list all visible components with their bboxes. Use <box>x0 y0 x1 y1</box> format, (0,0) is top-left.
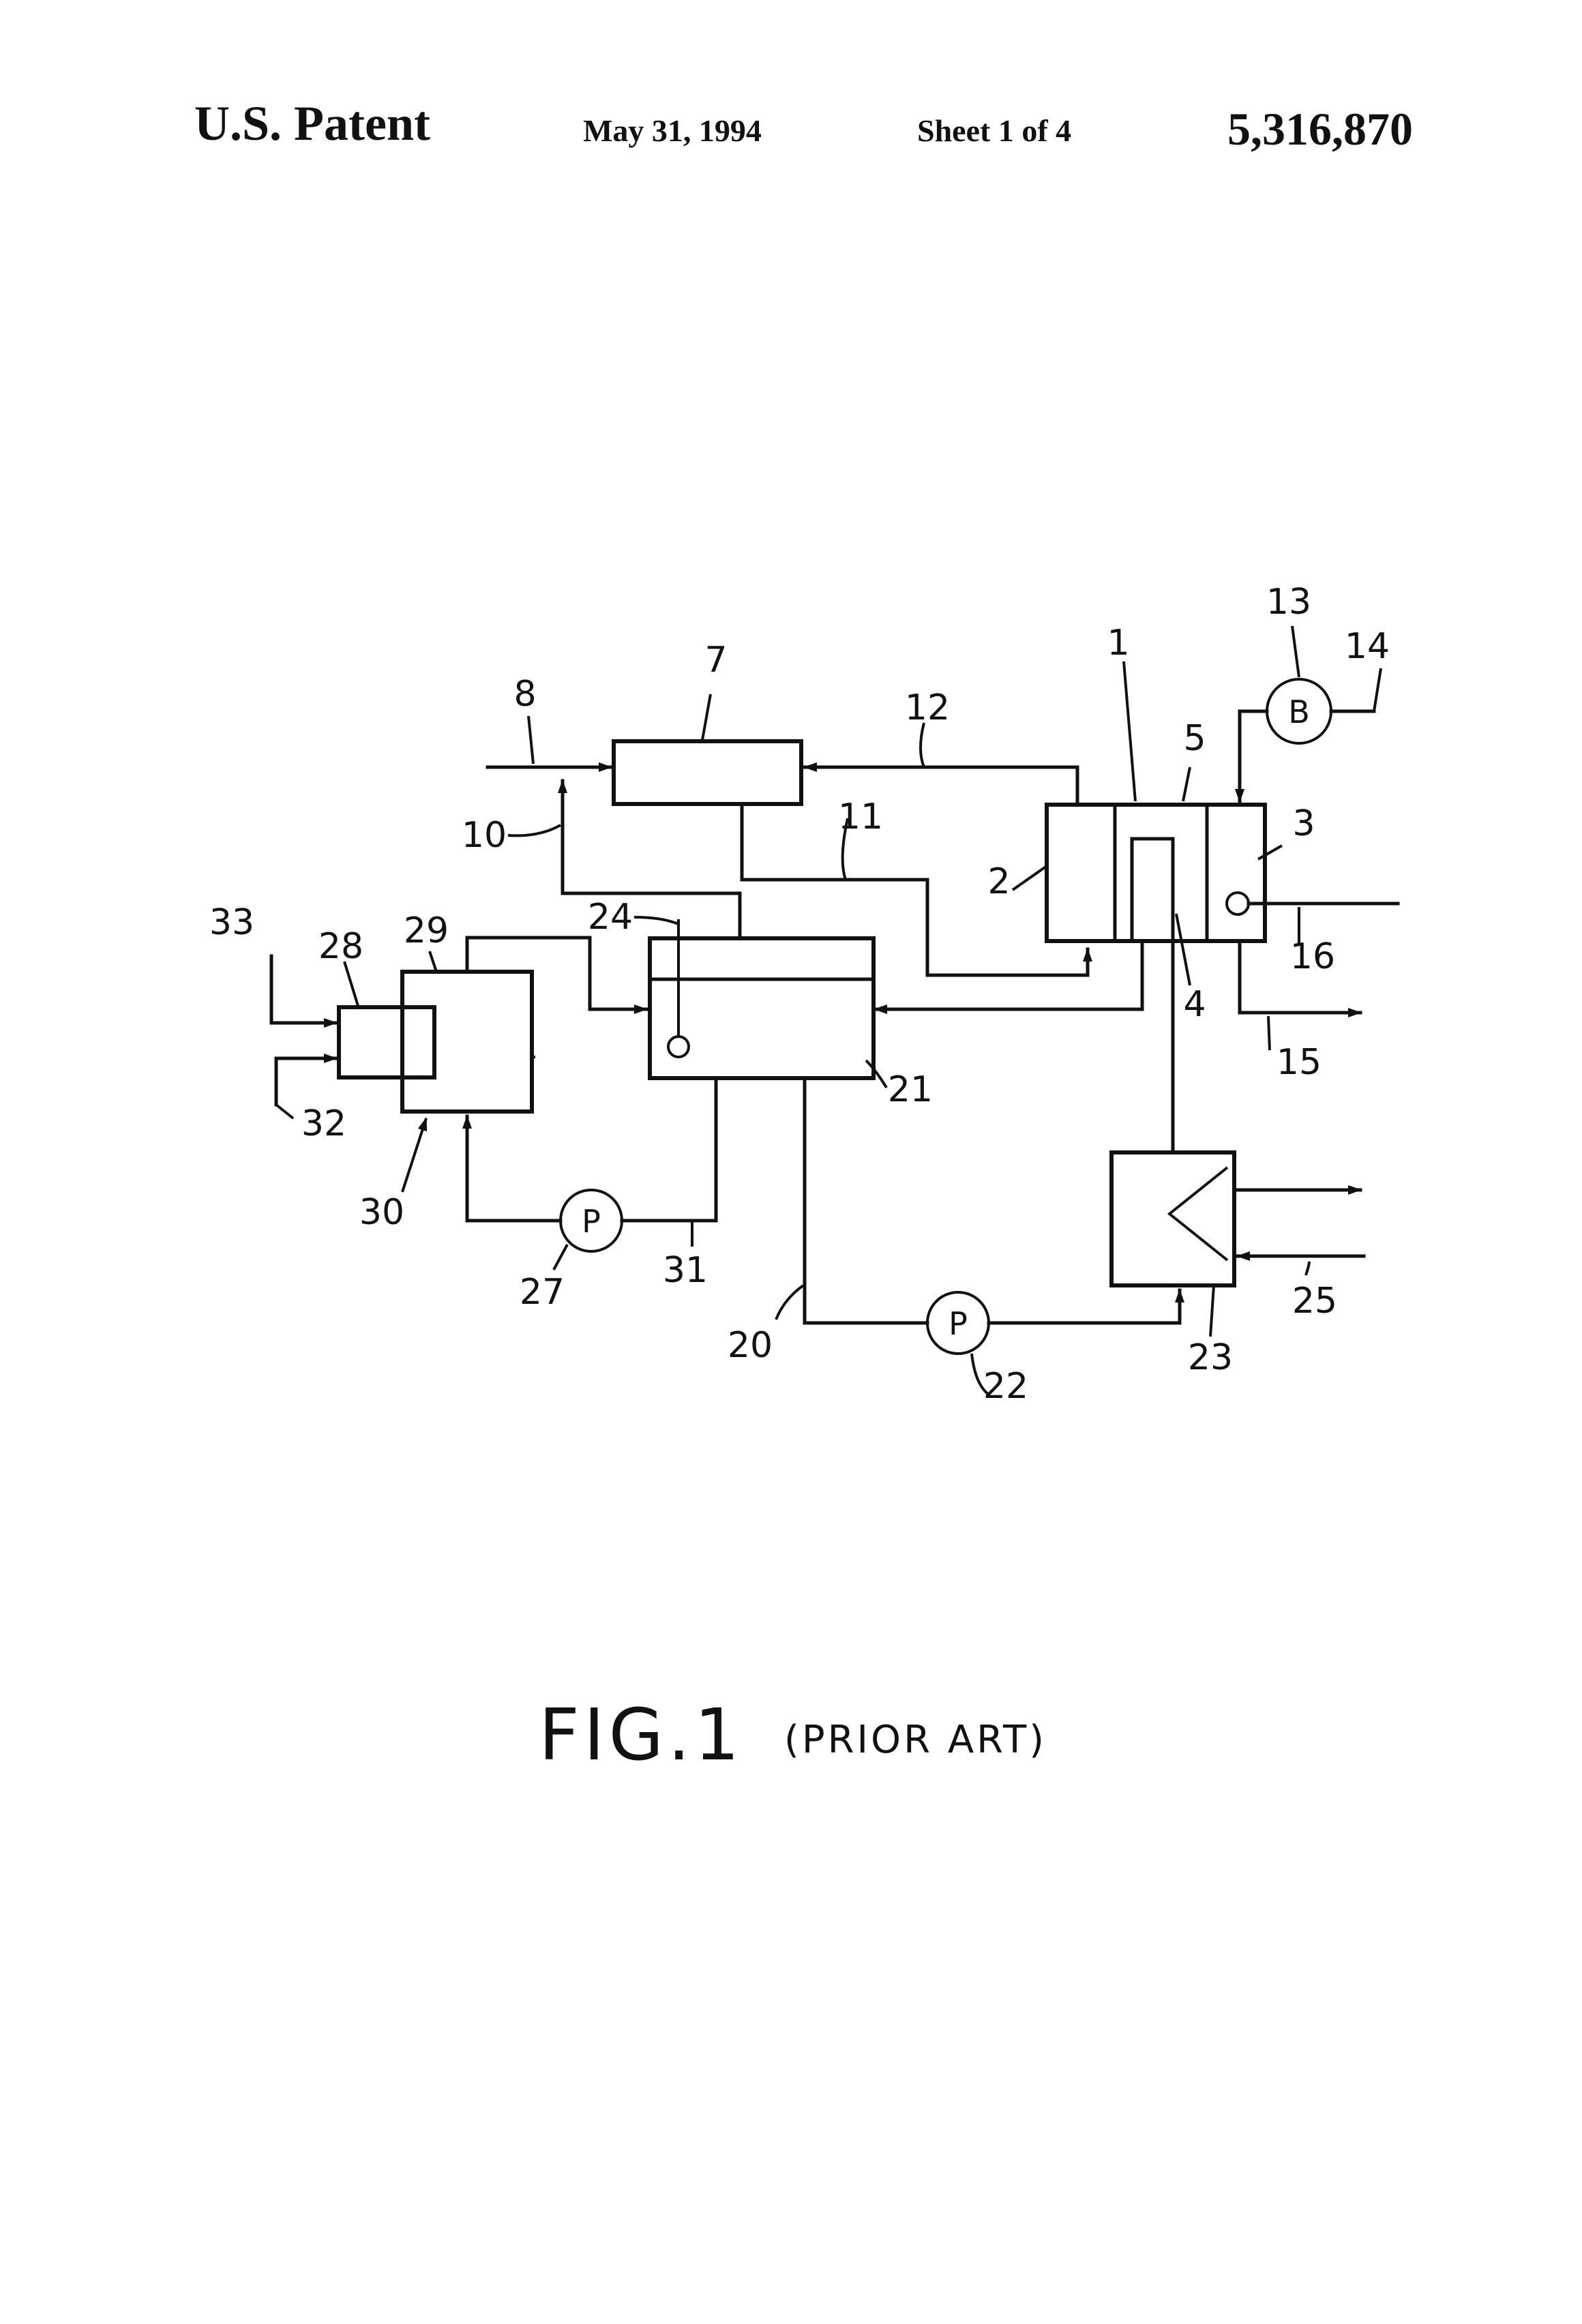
leader-13 <box>1292 626 1299 677</box>
ref-4: 4 <box>1183 984 1206 1025</box>
leader-23 <box>1210 1285 1214 1337</box>
ref-7: 7 <box>704 640 727 681</box>
ref-1: 1 <box>1107 623 1129 664</box>
figure-title: FIG.1 <box>539 1693 743 1776</box>
ref-5: 5 <box>1183 718 1206 759</box>
line-32 <box>276 1058 336 1105</box>
ref-15: 15 <box>1277 1042 1322 1083</box>
ref-22: 22 <box>983 1366 1028 1407</box>
figure-subtitle: (PRIOR ART) <box>784 1718 1047 1762</box>
ref-33: 33 <box>209 902 254 943</box>
leader-25 <box>1306 1262 1309 1275</box>
ref-23: 23 <box>1188 1337 1233 1378</box>
leader-12 <box>921 723 924 767</box>
ref-11: 11 <box>838 796 883 837</box>
line-20-left <box>805 1078 927 1323</box>
unit-1-box <box>1047 805 1265 941</box>
line-31-left <box>467 1116 561 1221</box>
ref-8: 8 <box>513 674 536 715</box>
ref-14: 14 <box>1345 626 1390 667</box>
leader-29 <box>430 951 436 972</box>
line-11 <box>742 805 1088 975</box>
unit-28-box <box>339 1007 434 1077</box>
ref-32: 32 <box>301 1103 346 1144</box>
leader-14 <box>1374 668 1381 711</box>
leader-28 <box>344 962 358 1006</box>
leader-20 <box>776 1285 803 1320</box>
leader-2 <box>1013 866 1047 890</box>
element-3-circle <box>1227 893 1249 914</box>
heat-exchanger-23-coil <box>1169 1167 1227 1260</box>
ref-20: 20 <box>728 1325 773 1366</box>
unit-29-box <box>402 972 532 1112</box>
ref-24: 24 <box>588 897 633 938</box>
ref-3: 3 <box>1292 803 1315 844</box>
ref-25: 25 <box>1292 1281 1337 1322</box>
leader-4 <box>1176 914 1190 985</box>
ref-28: 28 <box>318 926 363 967</box>
leader-27 <box>554 1245 567 1270</box>
leader-7 <box>702 694 711 740</box>
ref-10: 10 <box>462 815 507 856</box>
pump-27-symbol: P <box>582 1203 601 1240</box>
ref-29: 29 <box>404 910 449 951</box>
unit-7-box <box>614 741 801 804</box>
leader-15 <box>1268 1016 1270 1050</box>
ref-31: 31 <box>663 1250 708 1291</box>
leader-1 <box>1124 661 1135 801</box>
ref-30: 30 <box>359 1192 404 1233</box>
leader-21 <box>866 1060 886 1088</box>
probe-24-float <box>668 1037 689 1057</box>
leader-5 <box>1183 767 1190 801</box>
heat-exchanger-23-box <box>1111 1152 1234 1285</box>
ref-2: 2 <box>987 861 1010 902</box>
ref-16: 16 <box>1290 936 1335 977</box>
leader-32 <box>276 1105 293 1118</box>
leader-30 <box>402 1118 426 1192</box>
pipe-4 <box>1132 839 1173 1152</box>
leader-3 <box>1258 846 1282 859</box>
leader-24 <box>634 917 678 924</box>
line-31-right <box>622 1078 716 1221</box>
pump-22-symbol: P <box>949 1305 968 1342</box>
line-20-right <box>989 1290 1180 1323</box>
line-blower-to-3 <box>1240 711 1267 801</box>
blower-13-symbol: B <box>1288 694 1310 730</box>
leader-10 <box>508 825 561 835</box>
ref-12: 12 <box>905 687 950 728</box>
ref-13: 13 <box>1266 582 1311 623</box>
ref-21: 21 <box>888 1069 933 1110</box>
leader-8 <box>528 716 533 764</box>
ref-27: 27 <box>520 1272 565 1313</box>
